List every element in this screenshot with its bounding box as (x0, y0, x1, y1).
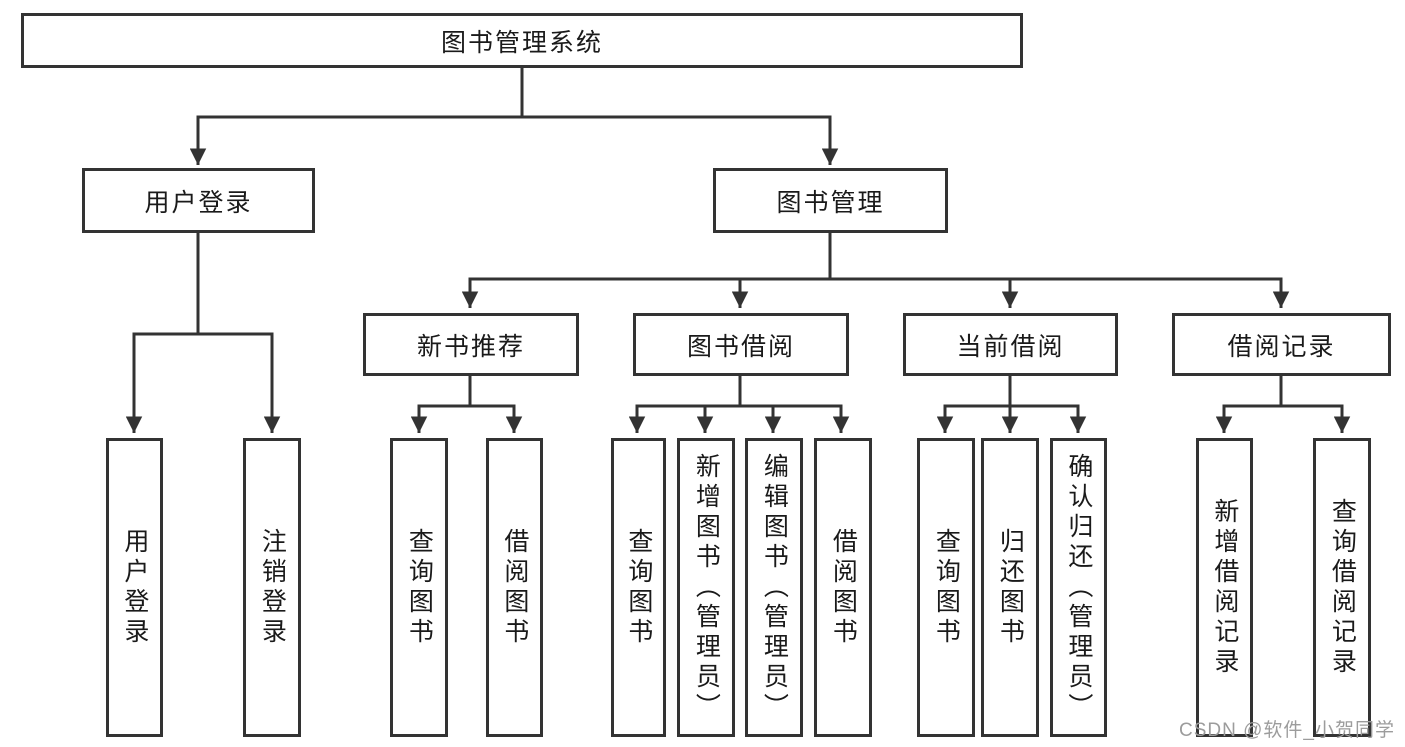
node-book-management: 图书管理 (713, 168, 948, 233)
leaf-cb-return-books: 归还图书 (981, 438, 1039, 737)
leaf-nb-borrow-books: 借阅图书 (486, 438, 543, 737)
leaf-rec-add-record: 新增借阅记录 (1196, 438, 1253, 737)
node-library-system: 图书管理系统 (21, 13, 1023, 68)
node-book-borrowing: 图书借阅 (633, 313, 849, 376)
csdn-watermark: CSDN @软件_小贺同学 (1179, 720, 1395, 741)
leaf-logout: 注销登录 (243, 438, 301, 737)
node-user-login: 用户登录 (82, 168, 315, 233)
leaf-bb-add-books-admin: 新增图书（管理员） (677, 438, 735, 737)
leaf-bb-query-books: 查询图书 (611, 438, 666, 737)
leaf-user-login: 用户登录 (106, 438, 163, 737)
leaf-bb-borrow-books: 借阅图书 (814, 438, 872, 737)
leaf-cb-confirm-return-admin: 确认归还（管理员） (1050, 438, 1107, 737)
leaf-rec-query-record: 查询借阅记录 (1313, 438, 1371, 737)
leaf-bb-edit-books-admin: 编辑图书（管理员） (745, 438, 803, 737)
node-borrowing-records: 借阅记录 (1172, 313, 1391, 376)
leaf-nb-query-books: 查询图书 (390, 438, 448, 737)
node-current-borrowing: 当前借阅 (903, 313, 1118, 376)
leaf-cb-query-books: 查询图书 (917, 438, 975, 737)
node-new-book-recommend: 新书推荐 (363, 313, 579, 376)
